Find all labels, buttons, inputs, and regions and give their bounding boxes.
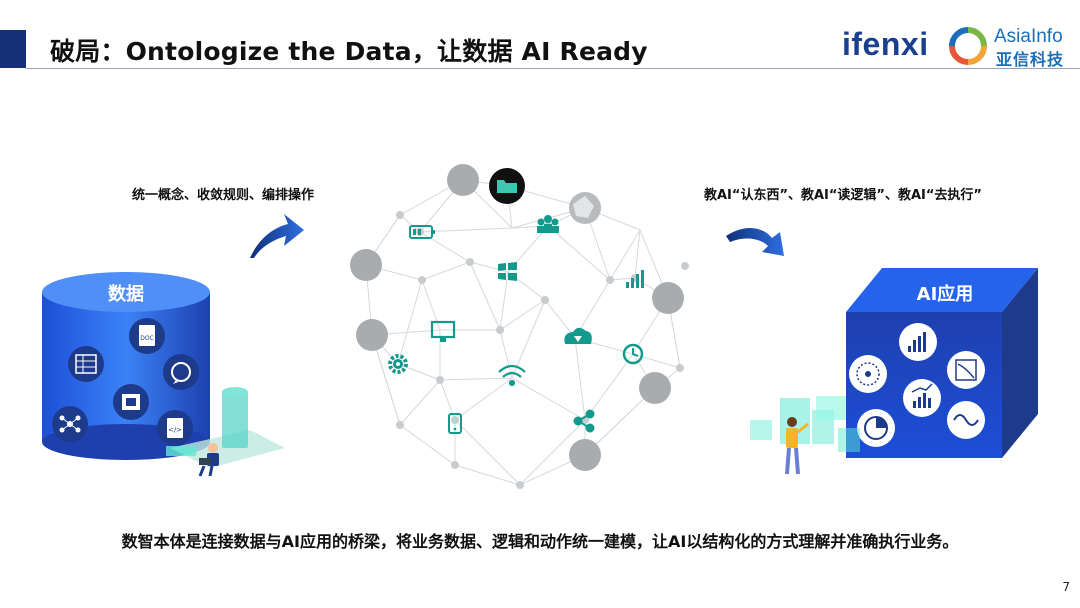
bottom-caption: 数智本体是连接数据与AI应用的桥梁，将业务数据、逻辑和动作统一建模，让AI以结构… — [121, 532, 959, 551]
page-number: 7 — [1062, 580, 1070, 594]
radar-icon — [849, 355, 887, 393]
globe-icon — [569, 192, 601, 224]
doc-icon: DOC — [129, 318, 165, 354]
line-chart-icon — [947, 351, 985, 389]
wave-icon — [947, 401, 985, 439]
share-icon — [573, 409, 595, 433]
gear-icon — [388, 354, 408, 374]
video-icon — [113, 384, 149, 420]
pie-chart-icon — [857, 409, 895, 447]
code-file-icon: </> — [157, 410, 193, 446]
left-curved-arrow — [250, 214, 304, 258]
ai-app-label: AI应用 — [916, 284, 974, 305]
page-title: 破局：Ontologize the Data，让数据 AI Ready — [50, 37, 648, 66]
asiainfo-logo-text: AsiaInfo — [994, 26, 1063, 47]
network-icon — [52, 406, 88, 442]
analytics-icon — [903, 379, 941, 417]
windows-icon — [498, 262, 517, 281]
left-process-label: 统一概念、收敛规则、编排操作 — [132, 188, 315, 203]
bar-chart-icon — [899, 323, 937, 361]
whatsapp-icon — [163, 354, 199, 390]
svg-text:DOC: DOC — [140, 335, 154, 342]
ifenxi-logo: ifenxi — [842, 26, 929, 62]
battery-icon — [409, 225, 435, 239]
title-accent-bar — [0, 30, 26, 68]
data-store-label: 数据 — [108, 284, 144, 305]
signal-icon — [626, 270, 644, 288]
network-sphere — [350, 164, 689, 489]
right-process-label: 教AI“认东西”、教AI“读逻辑”、教AI“去执行” — [704, 188, 982, 203]
spreadsheet-icon — [68, 346, 104, 382]
users-icon — [537, 215, 559, 233]
clock-icon — [622, 343, 644, 365]
asiainfo-logo-cn: 亚信科技 — [996, 50, 1065, 69]
right-curved-arrow — [726, 227, 784, 256]
svg-text:</>: </> — [168, 426, 182, 434]
cloud-download-icon — [564, 327, 592, 344]
monitor-icon — [430, 320, 456, 342]
title-divider — [26, 68, 1080, 69]
folder-icon — [489, 168, 525, 204]
phone-icon — [448, 413, 462, 434]
person-presenting-illustration — [750, 396, 860, 475]
person-with-laptop-illustration — [166, 387, 285, 477]
asiainfo-logo-mark — [949, 27, 987, 65]
wifi-icon — [498, 364, 526, 387]
